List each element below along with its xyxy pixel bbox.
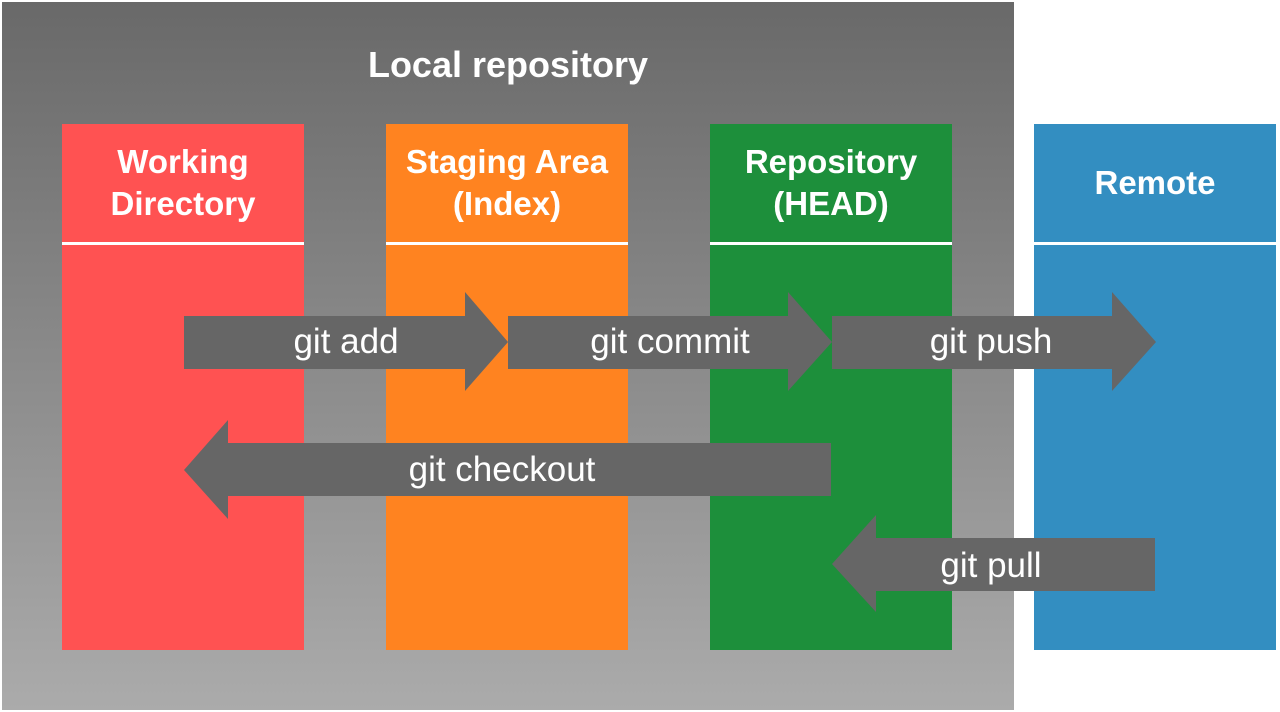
staging-area-column: Staging Area (Index) [386,124,628,650]
git-push-arrow-icon [832,292,1156,391]
git-add-label: git add [293,322,399,361]
header-divider [62,242,304,245]
repository-header: Repository (HEAD) [710,124,952,242]
working-directory-title-line1: Working [117,143,249,180]
remote-title: Remote [1094,164,1216,201]
remote-header: Remote [1034,124,1276,242]
git-add-arrow-icon [184,292,508,391]
git-commit-arrow-icon [508,292,832,391]
git-checkout-label: git checkout [408,450,596,489]
git-commit-label: git commit [590,322,750,361]
header-divider [386,242,628,245]
header-divider [1034,242,1276,245]
git-pull-arrow-icon [832,515,1155,612]
git-checkout-arrow-icon [184,420,831,519]
staging-area-title-line1: Staging Area [405,143,609,180]
local-repository-title: Local repository [367,44,649,85]
repository-title-line2: (HEAD) [773,185,889,222]
repository-title-line1: Repository [744,143,918,180]
staging-area-header: Staging Area (Index) [386,124,628,242]
working-directory-header: Working Directory [62,124,304,242]
working-directory-title-line2: Directory [110,185,256,222]
header-divider [710,242,952,245]
staging-area-title-line2: (Index) [452,185,562,222]
working-directory-column: Working Directory [62,124,304,650]
git-pull-label: git pull [940,546,1042,585]
git-push-label: git push [929,322,1053,361]
